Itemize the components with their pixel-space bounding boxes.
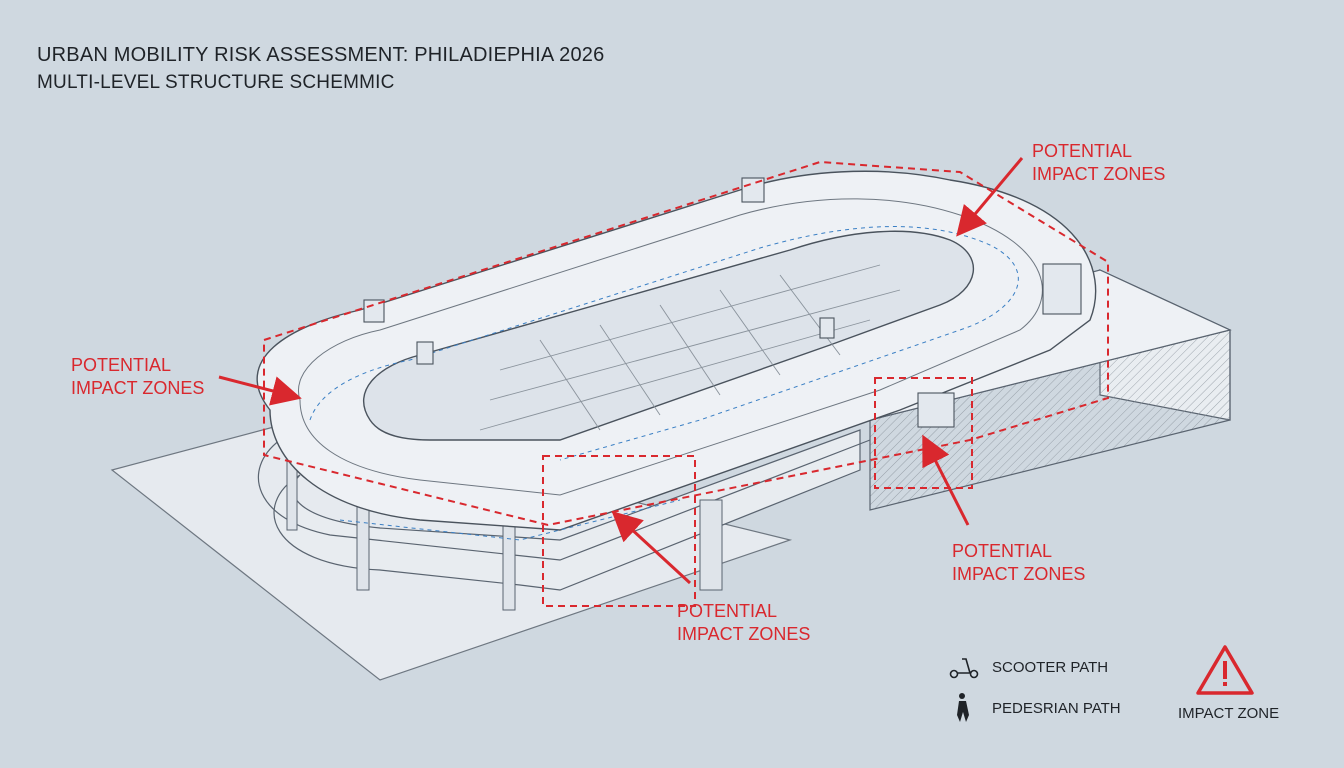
legend-pedestrian-label: PEDESRIAN PATH [992,700,1121,717]
callout-top-right: POTENTIAL IMPACT ZONES [1032,140,1165,186]
callout-bottom-center: POTENTIAL IMPACT ZONES [677,600,810,646]
warning-triangle-icon [1196,645,1254,695]
parapet-blocks [363,177,1082,428]
callout-line1: POTENTIAL [677,601,778,621]
callout-line2: IMPACT ZONES [71,378,205,398]
callout-arrows [218,157,1024,585]
callout-line1: POTENTIAL [71,355,172,375]
page-title: URBAN MOBILITY RISK ASSESSMENT: PHILADIE… [37,44,605,66]
callout-left: POTENTIAL IMPACT ZONES [71,354,204,400]
impact-zones [263,160,1109,607]
callout-line2: IMPACT ZONES [952,564,1086,584]
page-subtitle: MULTI-LEVEL STRUCTURE SCHEMMIC [37,72,395,93]
callout-line2: IMPACT ZONES [1032,164,1166,184]
callout-line1: POTENTIAL [952,541,1053,561]
legend-scooter-label: SCOOTER PATH [992,659,1109,676]
callout-line2: IMPACT ZONES [677,624,811,644]
callout-line1: POTENTIAL [1032,141,1133,161]
legend-impact-label: IMPACT ZONE [1178,705,1280,722]
upper-deck [256,170,1097,541]
pedestrian-icon [957,693,969,722]
lower-level [257,429,871,591]
callout-bottom-right: POTENTIAL IMPACT ZONES [952,540,1085,586]
scooter-icon [949,658,979,679]
